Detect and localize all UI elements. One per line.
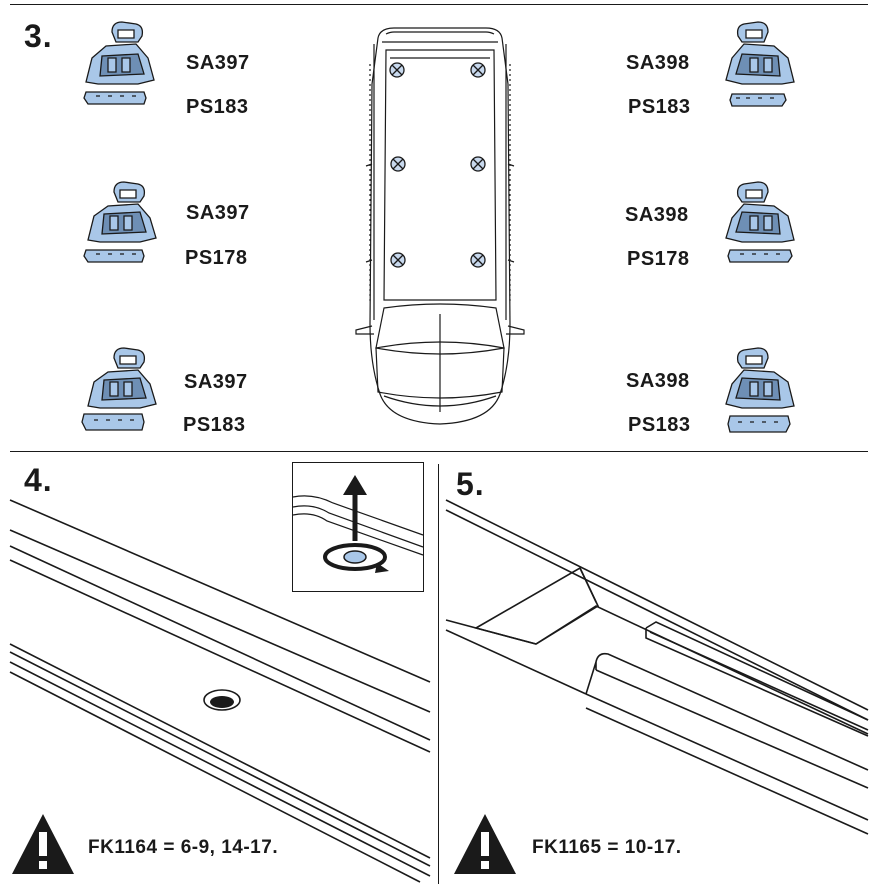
foot-illustration-right-2 (725, 181, 795, 263)
right-pad-code-2: PS178 (627, 248, 690, 270)
step-4-note: FK1164 = 6-9, 14-17. (88, 837, 279, 858)
right-pad-code-1: PS183 (628, 96, 691, 118)
left-pad-code-3: PS183 (183, 414, 246, 436)
step-3-number: 3. (24, 18, 53, 54)
van-top-view (355, 27, 525, 425)
rotate-arrow-icon (323, 543, 389, 573)
foot-illustration-right-3 (725, 347, 795, 433)
warning-icon (12, 814, 74, 874)
step-5-number: 5. (456, 466, 485, 502)
step-4-number: 4. (24, 462, 53, 498)
foot-illustration-right-1 (725, 21, 795, 107)
rail-mounting-hole (203, 689, 241, 711)
right-foot-code-2: SA398 (625, 204, 689, 226)
left-foot-code-3: SA397 (184, 371, 248, 393)
foot-illustration-left-1 (83, 21, 155, 105)
warning-icon (454, 814, 516, 874)
left-pad-code-1: PS183 (186, 96, 249, 118)
right-foot-code-3: SA398 (626, 370, 690, 392)
left-foot-code-2: SA397 (186, 202, 250, 224)
rail-illustration-step-5 (445, 499, 869, 835)
middle-rule (10, 451, 868, 452)
foot-illustration-left-2 (83, 181, 157, 263)
rail-illustration-step-4 (9, 499, 431, 883)
left-foot-code-1: SA397 (186, 52, 250, 74)
step-5-note: FK1165 = 10-17. (532, 837, 682, 858)
right-pad-code-3: PS183 (628, 414, 691, 436)
right-foot-code-1: SA398 (626, 52, 690, 74)
foot-illustration-left-3 (81, 347, 157, 431)
left-pad-code-2: PS178 (185, 247, 248, 269)
roof-point-markers (389, 62, 486, 268)
up-arrow-icon (343, 475, 367, 541)
panel-divider (438, 464, 439, 884)
top-rule (10, 4, 868, 5)
inset-box (292, 462, 424, 592)
